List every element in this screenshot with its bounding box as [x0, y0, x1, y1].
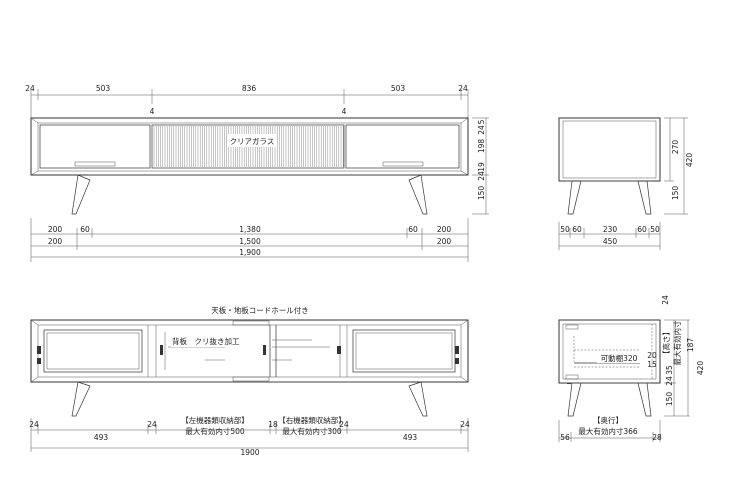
section-view: 可動棚320 20 15 24 【高さ】 最大有効内寸 187 35 24 15…: [558, 295, 705, 442]
side-cabinet-outline: [558, 117, 661, 182]
movable-shelf-label: 可動棚320: [601, 353, 638, 363]
section-inner-dim-1: 20: [647, 351, 657, 360]
front-top-dim-3: 836: [242, 84, 257, 93]
front-bottom-dim-4: 60: [408, 225, 418, 234]
plan-total-dim: 1900: [240, 448, 259, 457]
interior-view: 天板・地板コードホール付き 背板 クリ抜き加工: [29, 305, 470, 457]
side-bottom-dim-4: 60: [637, 225, 647, 234]
side-bottom-dim-2: 60: [572, 225, 582, 234]
front-right-dim-1: 5: [477, 119, 486, 124]
section-right-dim-4: 24: [665, 376, 674, 386]
front-top-dim-2: 503: [96, 84, 111, 93]
glass-hatching: [153, 126, 344, 167]
front-bottom-dim-5: 200: [437, 225, 452, 234]
front-bottom-dim-1: 200: [48, 225, 63, 234]
section-right-dim-5: 150: [665, 392, 674, 407]
front-post-mark-right: 4: [342, 107, 347, 116]
plan-bottom-dim-5: 24: [339, 420, 349, 429]
section-bottom-dim-1: 56: [560, 433, 570, 442]
front-top-dim-4: 503: [391, 84, 406, 93]
front-bottom-dim-2: 60: [80, 225, 90, 234]
side-elevation: 270 420 150 50 60 230 60 50 450: [558, 117, 694, 250]
depth-title: 【奥行】: [593, 415, 623, 425]
right-storage-title: 【右機器類収納部】: [278, 415, 346, 425]
section-inner-dim-2: 15: [647, 360, 657, 369]
front-bottom-dim-3: 1,380: [239, 225, 261, 234]
side-right-dim-2: 420: [685, 153, 694, 168]
plan-cabinet-outline: [30, 319, 469, 383]
front-elevation: 24 503 836 503 24 4 4 クリアガラス 5: [25, 84, 489, 262]
plan-title: 天板・地板コードホール付き: [211, 305, 309, 315]
back-panel-label: 背板 クリ抜き加工: [172, 336, 240, 346]
plan-bottom-dim-7: 24: [460, 420, 470, 429]
section-right-dim-2: 187: [686, 338, 695, 353]
left-storage-value: 最大有効内寸500: [185, 426, 245, 436]
side-bottom-dim-5: 50: [650, 225, 660, 234]
left-storage-title: 【左機器類収納部】: [181, 415, 249, 425]
side-right-dim-1: 270: [671, 140, 680, 155]
section-right-dim-3: 35: [665, 365, 674, 375]
front-right-dim-3: 198: [477, 139, 486, 154]
front-bottom-dim-7: 1,500: [239, 237, 261, 246]
side-right-dim-3: 150: [671, 186, 680, 201]
section-right-dim-1: 24: [661, 295, 670, 305]
right-storage-value: 最大有効内寸300: [282, 426, 342, 436]
front-top-dim-1: 24: [25, 84, 35, 93]
height-value: 最大有効内寸: [672, 320, 682, 365]
front-right-dim-4: 19: [477, 162, 486, 172]
glass-label: クリアガラス: [230, 136, 275, 146]
plan-bottom-dim-2: 493: [94, 433, 109, 442]
side-bottom-dim-1: 50: [560, 225, 570, 234]
height-title: 【高さ】: [661, 328, 671, 358]
section-right-dim-6: 420: [696, 361, 705, 376]
front-right-dim-2: 24: [477, 125, 486, 135]
front-top-dim-5: 24: [458, 84, 468, 93]
plan-bottom-dim-3: 24: [147, 420, 157, 429]
front-total-dim: 1,900: [239, 248, 261, 257]
plan-bottom-dim-1: 24: [29, 420, 39, 429]
side-bottom-dim-3: 230: [603, 225, 618, 234]
front-bottom-dim-6: 200: [48, 237, 63, 246]
depth-value: 最大有効内寸366: [578, 426, 638, 436]
front-right-dim-5: 24: [477, 171, 486, 181]
front-bottom-dim-8: 200: [437, 237, 452, 246]
section-bottom-dim-2: 28: [652, 433, 662, 442]
side-total-dim: 450: [603, 237, 618, 246]
plan-bottom-dim-6: 493: [403, 433, 418, 442]
front-post-mark-left: 4: [150, 107, 155, 116]
plan-bottom-dim-4: 18: [268, 420, 278, 429]
front-right-dim-6: 150: [477, 186, 486, 201]
